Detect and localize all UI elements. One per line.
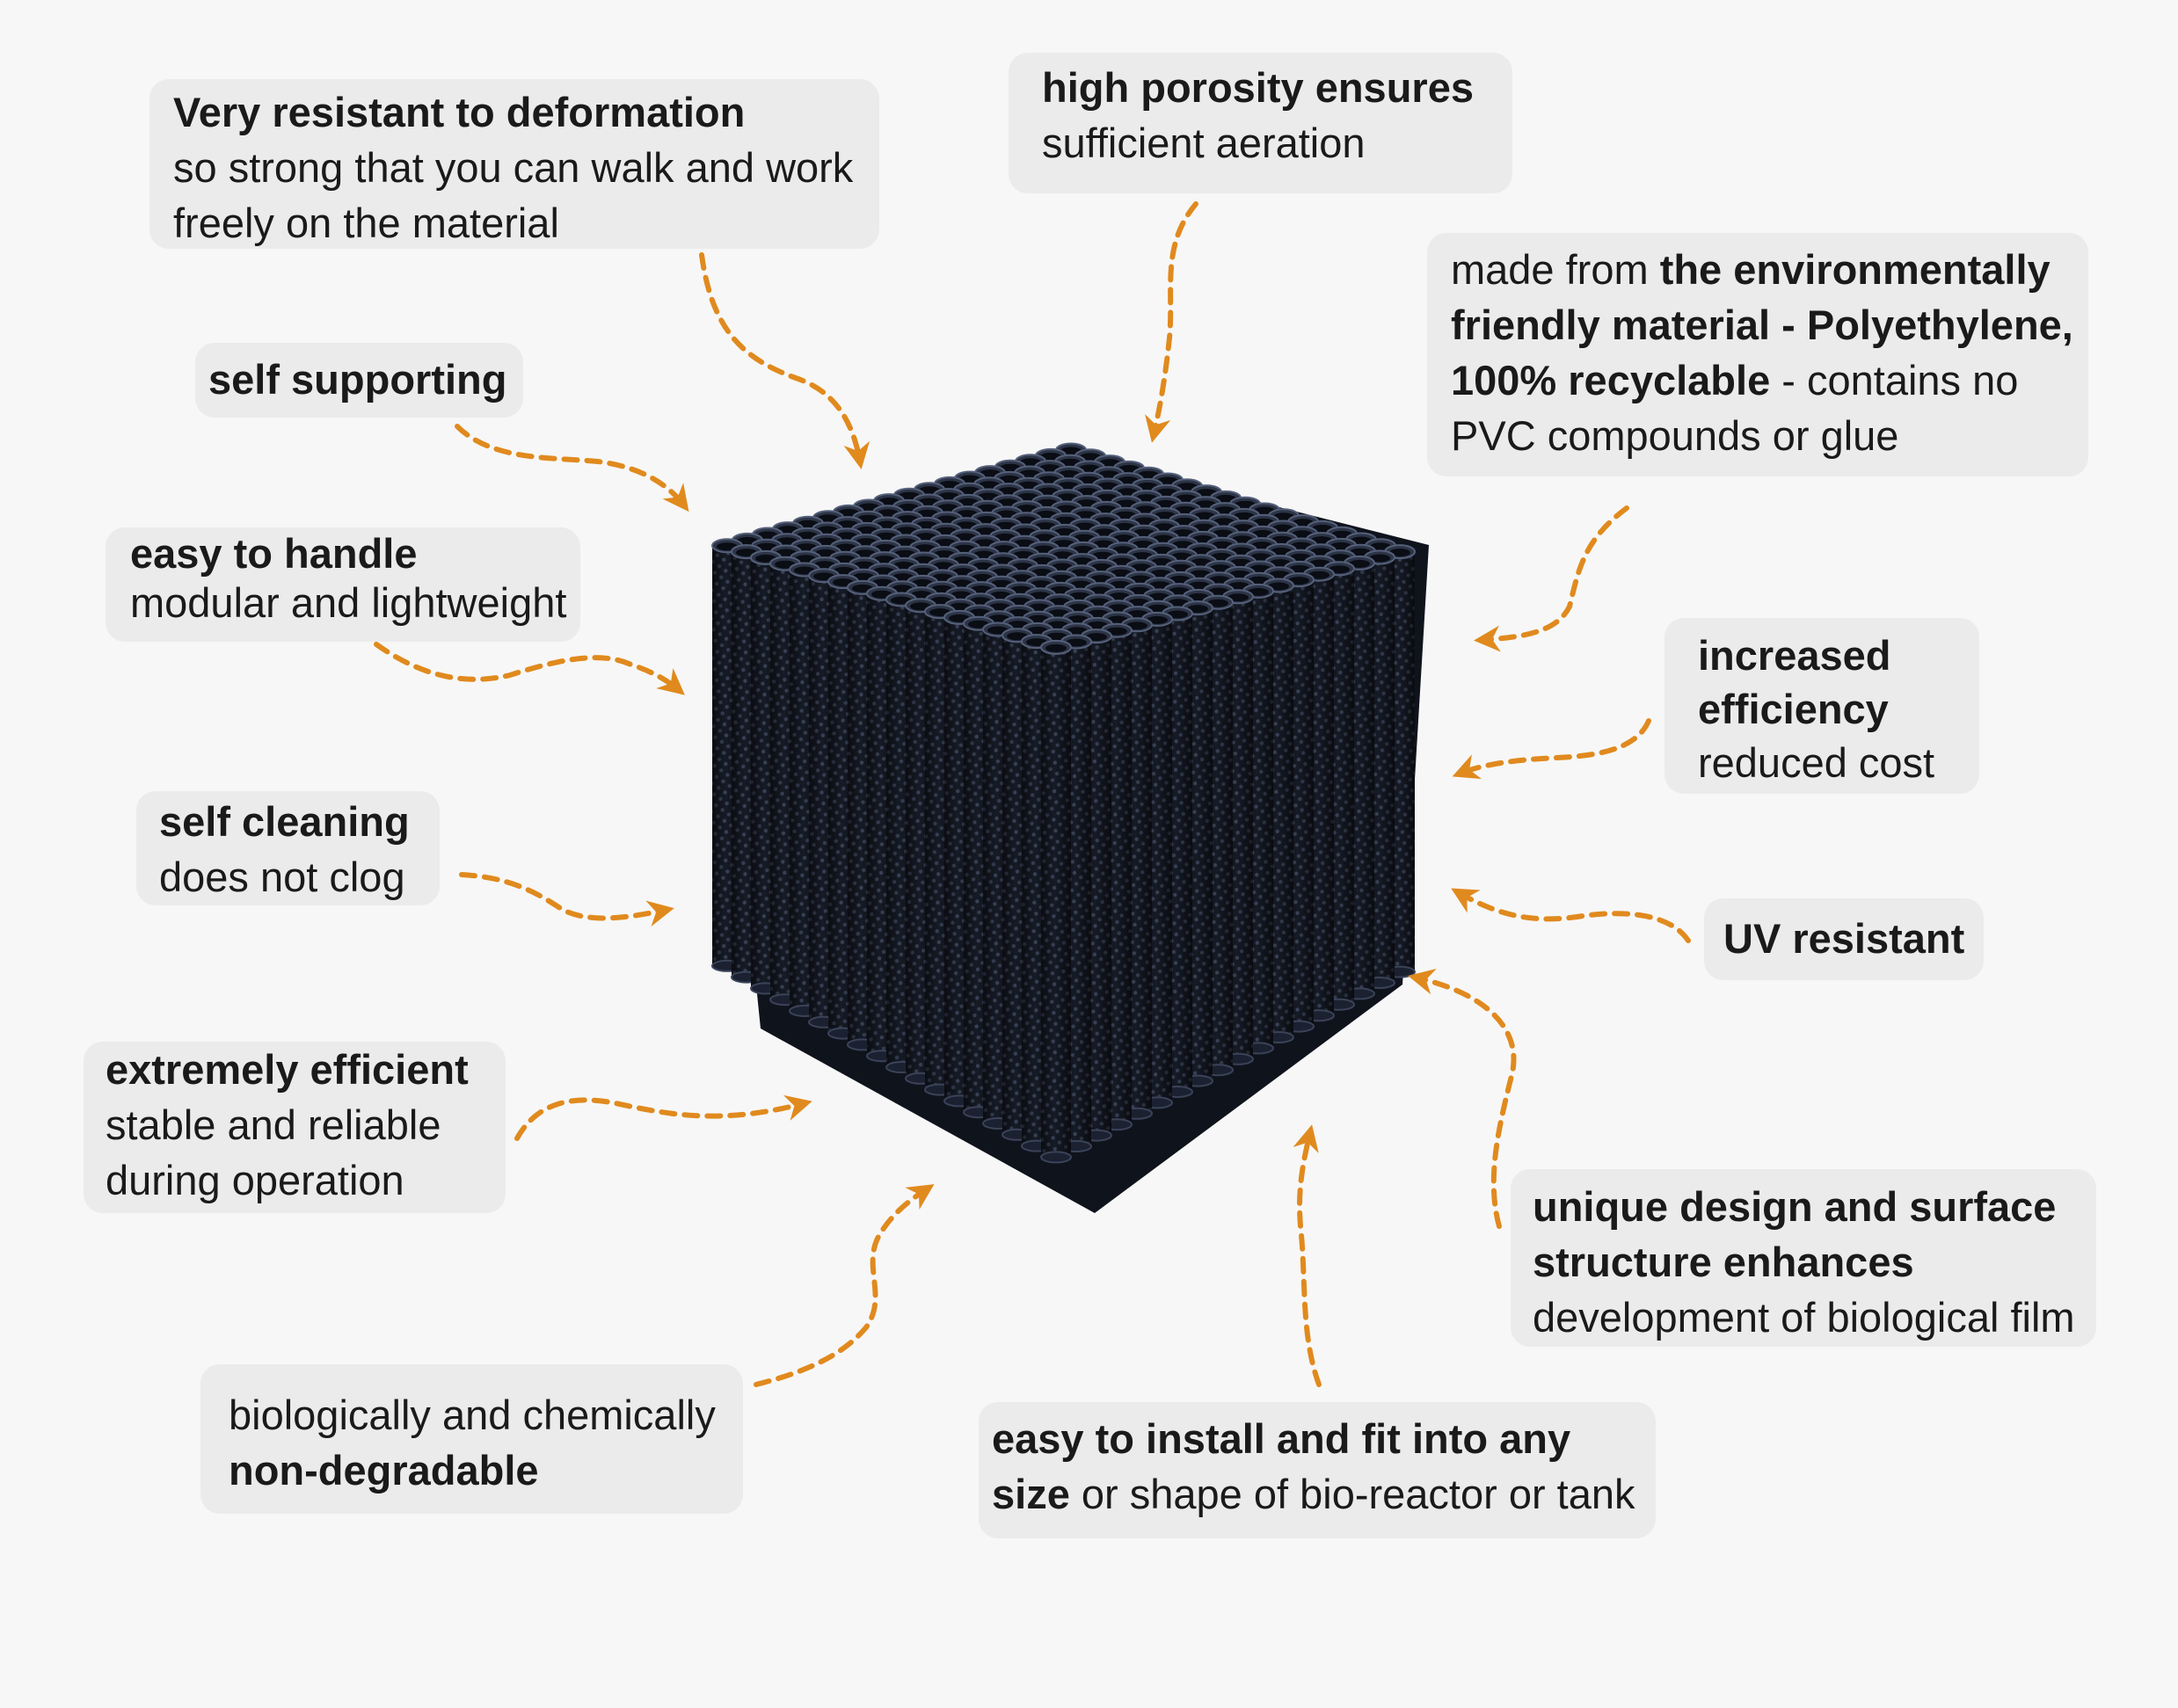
feature-uv: UV resistant bbox=[1704, 898, 1984, 980]
arrow-uv bbox=[1451, 888, 1691, 943]
arrow-porosity bbox=[1145, 201, 1198, 443]
arrow-efficient bbox=[514, 1094, 812, 1141]
feature-install-line2: size or shape of bio-reactor or tank bbox=[992, 1466, 1656, 1522]
feature-degradable-title: non-degradable bbox=[229, 1447, 539, 1494]
feature-efficient-title: extremely efficient bbox=[106, 1046, 469, 1093]
feature-efficiency: increased efficiency reduced cost bbox=[1664, 618, 1979, 794]
material-bold-3: 100% recyclable bbox=[1451, 357, 1771, 403]
feature-cleaning-sub: does not clog bbox=[159, 854, 405, 900]
feature-porosity-sub: sufficient aeration bbox=[1042, 120, 1366, 166]
arrow-degradable bbox=[754, 1184, 935, 1387]
feature-porosity: high porosity ensures sufficient aeratio… bbox=[1009, 53, 1512, 193]
feature-efficiency-title-2: efficiency bbox=[1698, 686, 1889, 732]
feature-material-line1: made from the environmentally bbox=[1451, 242, 2088, 297]
material-text-1: made from bbox=[1451, 246, 1660, 293]
material-text-4: PVC compounds or glue bbox=[1451, 412, 1899, 459]
feature-efficient-line1: stable and reliable bbox=[106, 1101, 441, 1148]
feature-deformation-title: Very resistant to deformation bbox=[173, 89, 746, 135]
feature-deformation: Very resistant to deformation so strong … bbox=[149, 79, 879, 249]
feature-design: unique design and surface structure enha… bbox=[1511, 1169, 2096, 1347]
feature-porosity-title: high porosity ensures bbox=[1042, 64, 1474, 111]
feature-degradable: biologically and chemically non-degradab… bbox=[200, 1364, 743, 1514]
feature-uv-title: UV resistant bbox=[1723, 915, 1965, 962]
install-bold-2: size bbox=[992, 1471, 1070, 1517]
feature-degradable-line1: biologically and chemically bbox=[229, 1392, 716, 1438]
feature-deformation-line1: so strong that you can walk and work bbox=[173, 144, 854, 191]
feature-efficiency-sub: reduced cost bbox=[1698, 739, 1935, 786]
tube-block-illustration bbox=[711, 442, 1429, 1213]
install-text-2: or shape of bio-reactor or tank bbox=[1069, 1471, 1635, 1517]
feature-efficient-line2: during operation bbox=[106, 1157, 404, 1203]
arrow-deformation bbox=[699, 252, 870, 469]
material-text-3: - contains no bbox=[1770, 357, 2019, 403]
feature-handle-sub: modular and lightweight bbox=[130, 579, 567, 626]
arrow-handle bbox=[374, 642, 685, 695]
feature-self-supporting-title: self supporting bbox=[208, 356, 507, 403]
feature-cleaning-title: self cleaning bbox=[159, 798, 410, 845]
arrow-efficiency bbox=[1452, 718, 1651, 780]
arrow-cleaning bbox=[459, 872, 674, 927]
feature-cleaning: self cleaning does not clog bbox=[136, 791, 440, 905]
material-bold-1: the environmentally bbox=[1659, 246, 2051, 293]
material-bold-2: friendly material - Polyethylene, bbox=[1451, 302, 2073, 348]
feature-design-sub: development of biological film bbox=[1533, 1294, 2075, 1341]
feature-design-title-1: unique design and surface bbox=[1533, 1183, 2057, 1230]
feature-install-title: easy to install and fit into any bbox=[992, 1415, 1571, 1462]
arrow-self-supporting bbox=[455, 424, 689, 512]
feature-efficiency-title-1: increased bbox=[1698, 632, 1891, 679]
arrow-design bbox=[1408, 968, 1517, 1229]
feature-material: made from the environmentally friendly m… bbox=[1427, 233, 2088, 476]
feature-self-supporting: self supporting bbox=[195, 343, 523, 418]
arrow-install bbox=[1293, 1124, 1322, 1387]
feature-handle-title: easy to handle bbox=[130, 530, 418, 577]
feature-efficient: extremely efficient stable and reliable … bbox=[84, 1042, 506, 1213]
feature-handle: easy to handle modular and lightweight bbox=[106, 527, 580, 642]
feature-design-title-2: structure enhances bbox=[1533, 1239, 1914, 1285]
feature-install: easy to install and fit into any size or… bbox=[979, 1402, 1656, 1538]
arrow-material bbox=[1474, 505, 1629, 652]
feature-deformation-line2: freely on the material bbox=[173, 200, 559, 246]
feature-material-line3: 100% recyclable - contains no bbox=[1451, 353, 2088, 408]
